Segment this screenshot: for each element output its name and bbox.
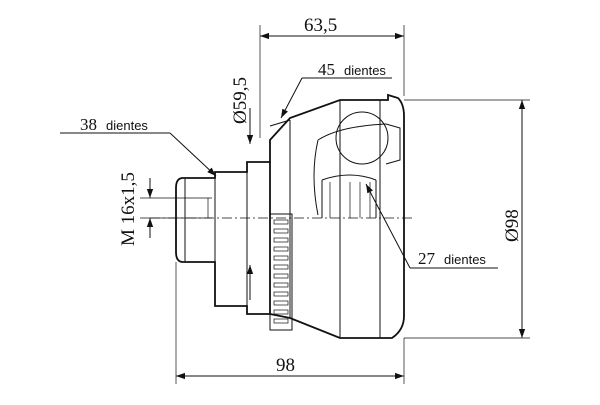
callout-inner-teeth-value: 27 xyxy=(418,249,436,268)
svg-text:45 dientes: 45 dientes xyxy=(318,60,386,79)
dimension-outer-diameter: Ø98 xyxy=(404,99,530,339)
abs-ring-tooth xyxy=(273,219,289,225)
dimension-thread-label: M 16x1,5 xyxy=(118,172,139,246)
callout-inner-teeth: 27 dientes xyxy=(365,183,498,269)
abs-ring-tooth xyxy=(273,309,289,315)
dimension-top-length-label: 63,5 xyxy=(304,15,337,36)
dimension-shoulder-diameter: Ø59,5 xyxy=(230,77,254,300)
dimension-top-length: 63,5 xyxy=(259,15,405,138)
abs-ring-tooth xyxy=(273,273,289,279)
dimension-bottom-length-label: 98 xyxy=(276,355,295,376)
callout-shaft-teeth-value: 38 xyxy=(80,115,97,134)
callout-abs-teeth-value: 45 xyxy=(318,60,335,79)
abs-ring-tooth xyxy=(273,246,289,252)
abs-ring xyxy=(269,213,293,331)
abs-ring-tooth xyxy=(273,291,289,297)
abs-ring-body xyxy=(269,213,293,331)
callout-shaft-teeth: 38 dientes xyxy=(60,115,217,177)
abs-ring-tooth xyxy=(273,237,289,243)
dimension-shoulder-diameter-label: Ø59,5 xyxy=(230,77,251,124)
abs-ring-tooth xyxy=(273,264,289,270)
svg-text:38 dientes: 38 dientes xyxy=(80,115,148,134)
part-outline xyxy=(150,93,412,339)
callout-inner-teeth-unit: dientes xyxy=(444,252,486,267)
abs-ring-tooth xyxy=(273,282,289,288)
abs-ring-tooth xyxy=(273,228,289,234)
abs-ring-tooth xyxy=(273,318,289,324)
svg-text:27 dientes: 27 dientes xyxy=(418,249,486,268)
callout-shaft-teeth-unit: dientes xyxy=(106,118,148,133)
dimension-outer-diameter-label: Ø98 xyxy=(502,209,523,242)
abs-ring-tooth xyxy=(273,300,289,306)
dimension-bottom-length: 98 xyxy=(175,262,405,384)
callout-abs-teeth: 45 dientes xyxy=(280,60,392,119)
callout-abs-teeth-unit: dientes xyxy=(344,63,386,78)
abs-ring-tooth xyxy=(273,255,289,261)
dimension-thread: M 16x1,5 xyxy=(118,172,185,246)
